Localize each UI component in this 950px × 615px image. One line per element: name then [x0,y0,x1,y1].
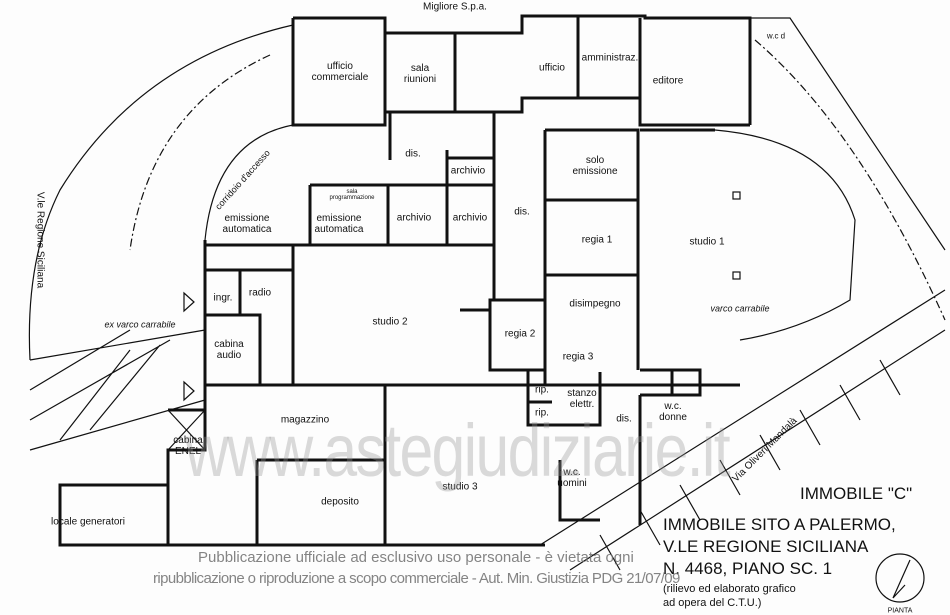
survey-note-2: ad opera del C.T.U.) [663,597,762,609]
owner-label: Migliore S.p.a. [421,1,489,13]
street-regione-siciliana: V.le Regione Siciliana [34,191,46,289]
room-wc-donne: w.c. donne [659,401,687,423]
address-line-2: V.LE REGIONE SICILIANA [663,537,869,556]
immobile-title: IMMOBILE "C" [800,484,913,503]
varco-carrabile-label: varco carrabile [710,303,770,314]
room-cabina-enel: cabina ENEL [173,435,203,457]
room-emissione-automatica-1: emissione automatica [222,213,272,235]
room-sala-programmazione: sala programmazione [329,189,375,201]
room-stanzo-elettr: stanzo elettr. [567,388,597,410]
room-regia-1: regia 1 [581,234,613,246]
address-line-1: IMMOBILE SITO A PALERMO, [663,515,896,534]
room-studio-2: studio 2 [372,316,408,328]
room-ufficio-commerciale: ufficio commerciale [311,61,369,83]
room-locale-generatori: locale generatori [51,516,125,528]
room-regia-3: regia 3 [562,351,594,363]
room-disimpegno: disimpegno [569,298,621,310]
address-line-3: N. 4468, PIANO SC. 1 [663,559,833,578]
room-archivio-2: archivio [396,212,432,224]
disclaimer-line-1: Pubblicazione ufficiale ad esclusivo uso… [198,549,634,566]
room-editore: editore [652,75,684,87]
room-studio-3: studio 3 [442,481,478,493]
disclaimer-line-2: ripubblicazione o riproduzione a scopo c… [153,570,680,587]
room-wc-uomini: w.c. uomini [557,467,587,489]
ex-varco-carrabile-label: ex varco carrabile [104,319,176,330]
room-amministraz: amministraz. [581,52,639,64]
room-wc-d: w.c d [766,31,786,41]
room-emissione-automatica-2: emissione automatica [314,213,364,235]
room-archivio-1: archivio [450,165,486,177]
room-sala-riunioni: sala riunioni [403,63,437,85]
room-regia-2: regia 2 [504,328,536,340]
room-dis-3: dis. [616,413,632,425]
room-ufficio: ufficio [539,62,565,74]
room-radio: radio [248,287,272,299]
room-dis-2: dis. [514,206,530,218]
room-rip-1: rip. [535,384,549,396]
room-deposito: deposito [321,496,359,508]
room-rip-2: rip. [535,407,549,419]
survey-note-1: (rilievo ed elaborato grafico [663,583,796,595]
watermark: www.astegiudiziarie.it [185,409,731,492]
room-archivio-3: archivio [452,212,488,224]
room-magazzino: magazzino [280,414,330,426]
room-studio-1: studio 1 [689,236,725,248]
room-ingr: ingr. [213,292,233,304]
north-arrow-label: PIANTA [887,607,913,615]
room-dis-1: dis. [405,148,421,160]
room-solo-emissione: solo emissione [572,155,618,177]
room-cabina-audio: cabina audio [214,339,244,361]
